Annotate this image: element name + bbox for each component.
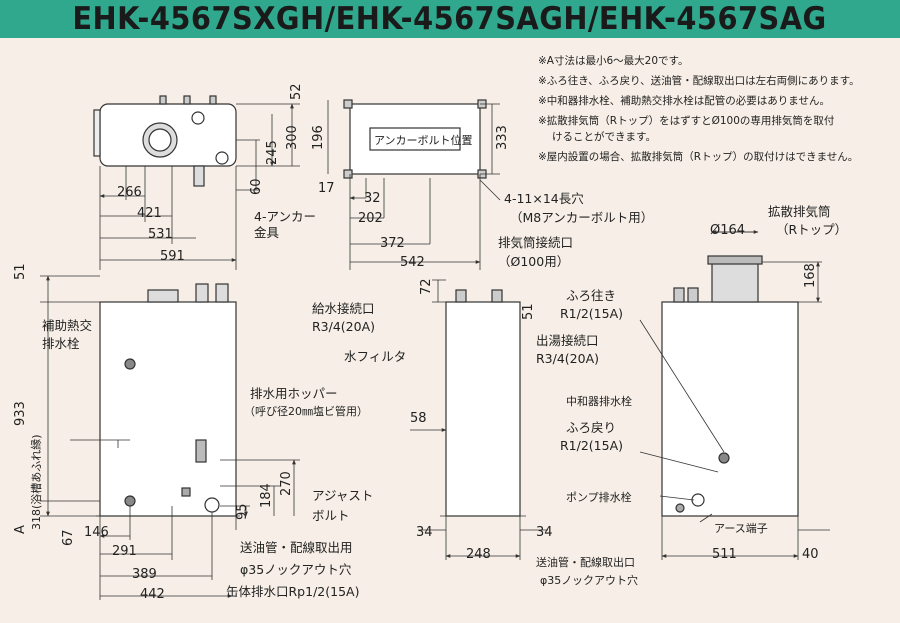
dim-51-left: 51 bbox=[13, 263, 28, 280]
oil-pipe-label: 送油管・配線取出用 bbox=[240, 540, 353, 555]
dim-542: 542 bbox=[400, 255, 425, 270]
adjust-bolt-label: アジャスト bbox=[312, 488, 373, 503]
rear-oil-pipe-label: 送油管・配線取出口 bbox=[536, 555, 635, 569]
side-view-labels: 排気筒接続口 （Ø100用） 72 51 給水接続口 R3/4(20A) 水フィ… bbox=[312, 235, 599, 562]
title-bar: EHK-4567SXGH/EHK-4567SAGH/EHK-4567SAG bbox=[0, 0, 900, 38]
dim-318: 318(浴槽あふれ縁) bbox=[29, 434, 43, 530]
hopper-label: 排水用ホッパー bbox=[250, 386, 338, 401]
dim-phi164: Ø164 bbox=[710, 223, 745, 238]
dim-95: 95 bbox=[235, 503, 250, 520]
dim-52: 52 bbox=[289, 83, 304, 100]
dim-291: 291 bbox=[112, 544, 137, 559]
note-4: ※拡散排気筒（Rトップ）をはずすとØ100の専用排気筒を取付 bbox=[538, 114, 834, 127]
hot-outlet-label-2: R3/4(20A) bbox=[536, 351, 599, 366]
exhaust-conn-label-2: （Ø100用） bbox=[498, 254, 569, 269]
dim-248: 248 bbox=[466, 547, 491, 562]
dim-196: 196 bbox=[311, 125, 326, 150]
diffuser-label: 拡散排気筒 bbox=[768, 204, 831, 219]
dim-591: 591 bbox=[160, 249, 185, 264]
hopper-label-2: （呼び径20㎜塩ビ管用） bbox=[244, 404, 368, 418]
aux-drain-label-2: 排水栓 bbox=[42, 336, 80, 351]
earth-terminal-label: アース端子 bbox=[714, 522, 768, 535]
notes: ※A寸法は最小6～最大20です。 ※ふろ往き、ふろ戻り、送油管・配線取出口は左右… bbox=[538, 54, 860, 163]
hot-outlet-label: 出湯接続口 bbox=[536, 333, 599, 348]
dim-266: 266 bbox=[117, 185, 142, 200]
dim-32: 32 bbox=[364, 191, 381, 206]
dim-202: 202 bbox=[358, 211, 383, 226]
bath-supply-label: ふろ往き bbox=[566, 288, 616, 303]
dim-168: 168 bbox=[803, 263, 818, 288]
top-view-unit-dims: 52 300 245 60 266 421 531 591 bbox=[117, 83, 304, 264]
dim-270: 270 bbox=[279, 471, 294, 496]
neutralizer-label: 中和器排水栓 bbox=[566, 394, 632, 408]
anchor-plan bbox=[327, 99, 501, 270]
dim-67: 67 bbox=[61, 529, 76, 546]
dim-58: 58 bbox=[410, 411, 427, 426]
dim-146: 146 bbox=[84, 525, 109, 540]
dim-933: 933 bbox=[13, 401, 28, 426]
dim-17: 17 bbox=[318, 181, 335, 196]
dim-184: 184 bbox=[259, 483, 274, 508]
slot-hole-label: 4-11×14長穴 bbox=[504, 191, 584, 206]
anchor-bracket-label: 4-アンカー bbox=[254, 209, 316, 224]
aux-drain-label: 補助熱交 bbox=[42, 318, 92, 333]
note-2: ※ふろ往き、ふろ戻り、送油管・配線取出口は左右両側にあります。 bbox=[538, 74, 860, 87]
anchor-plan-labels: アンカーボルト位置 196 333 17 32 202 372 542 4-アン… bbox=[254, 125, 653, 270]
knockout-label: φ35ノックアウト穴 bbox=[240, 562, 352, 577]
dimension-drawing: ※A寸法は最小6～最大20です。 ※ふろ往き、ふろ戻り、送油管・配線取出口は左右… bbox=[13, 54, 860, 602]
note-4-cont: けることができます。 bbox=[552, 130, 656, 143]
water-supply-label-2: R3/4(20A) bbox=[312, 319, 375, 334]
dim-333: 333 bbox=[495, 125, 510, 150]
bath-return-label: ふろ戻り bbox=[566, 420, 616, 435]
water-supply-label: 給水接続口 bbox=[312, 301, 375, 316]
dim-389: 389 bbox=[132, 567, 157, 582]
anchor-bracket-label-2: 金具 bbox=[254, 225, 280, 240]
bath-supply-label-2: R1/2(15A) bbox=[560, 306, 623, 321]
pump-drain-label: ポンプ排水栓 bbox=[566, 490, 632, 504]
water-filter-label: 水フィルタ bbox=[344, 349, 406, 364]
note-3: ※中和器排水栓、補助熱交排水栓は配管の必要はありません。 bbox=[538, 94, 830, 107]
dim-442: 442 bbox=[140, 587, 165, 602]
side-view bbox=[410, 279, 548, 560]
dim-60: 60 bbox=[249, 178, 264, 195]
rear-knockout-label: φ35ノックアウト穴 bbox=[540, 573, 638, 587]
model-title: EHK-4567SXGH/EHK-4567SAGH/EHK-4567SAG bbox=[72, 1, 828, 37]
dim-72: 72 bbox=[419, 278, 434, 295]
rear-view bbox=[639, 230, 830, 560]
dim-40: 40 bbox=[802, 547, 819, 562]
dim-372: 372 bbox=[380, 236, 405, 251]
note-1: ※A寸法は最小6～最大20です。 bbox=[538, 54, 688, 67]
adjust-bolt-label-2: ボルト bbox=[312, 508, 350, 523]
dim-A: A bbox=[13, 525, 28, 534]
dim-421: 421 bbox=[137, 206, 162, 221]
bath-return-label-2: R1/2(15A) bbox=[560, 438, 623, 453]
drain-plug-label: 缶体排水口Rp1/2(15A) bbox=[226, 584, 359, 599]
anchor-bolt-label: （M8アンカーボルト用） bbox=[510, 210, 653, 225]
top-view-unit bbox=[93, 95, 300, 270]
dim-51-right: 51 bbox=[521, 303, 536, 320]
rear-view-labels: 拡散排気筒 （Rトップ） Ø164 168 ふろ往き R1/2(15A) 中和器… bbox=[536, 204, 847, 587]
note-5: ※屋内設置の場合、拡散排気筒（Rトップ）の取付けはできません。 bbox=[538, 150, 858, 163]
dim-531: 531 bbox=[148, 227, 173, 242]
diffuser-label-2: （Rトップ） bbox=[776, 222, 847, 237]
front-view-labels: 補助熱交 排水栓 51 933 318(浴槽あふれ縁) A 67 146 291… bbox=[13, 263, 373, 602]
dim-245: 245 bbox=[265, 140, 280, 165]
dim-300: 300 bbox=[285, 125, 300, 150]
front-view bbox=[40, 276, 300, 600]
dim-34-right: 34 bbox=[536, 525, 553, 540]
dim-34-left: 34 bbox=[416, 525, 433, 540]
dim-511: 511 bbox=[712, 547, 737, 562]
exhaust-conn-label: 排気筒接続口 bbox=[498, 235, 573, 250]
anchor-position-label: アンカーボルト位置 bbox=[374, 133, 473, 147]
